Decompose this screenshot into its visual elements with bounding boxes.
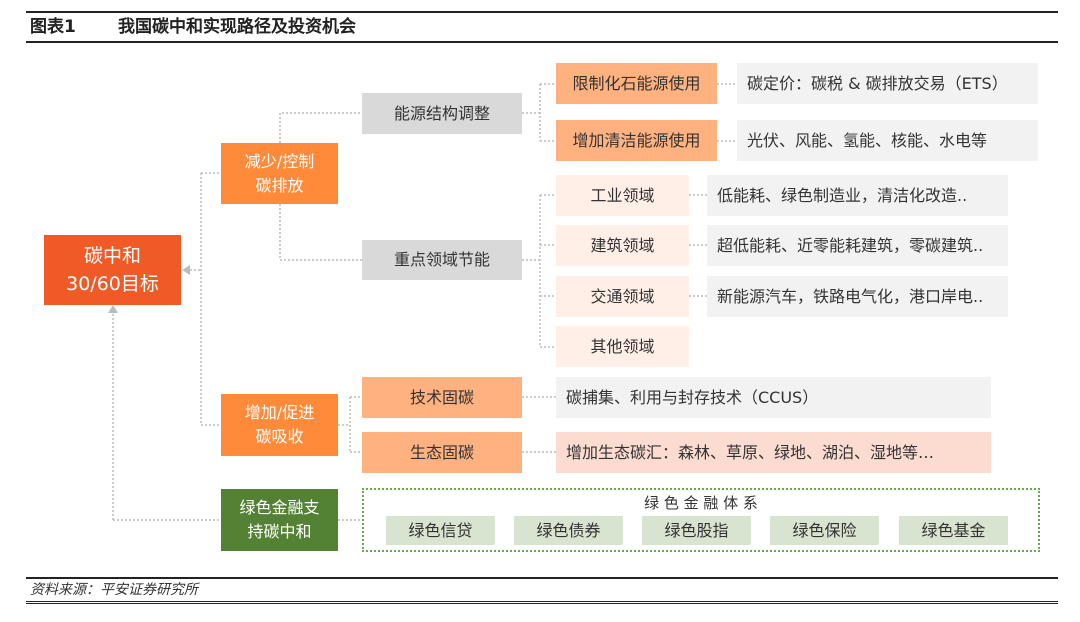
other-sector-box: 其他领域	[556, 326, 689, 367]
footer-rule	[26, 577, 1058, 579]
tech-sequestration-box: 技术固碳	[362, 377, 522, 418]
bottom-rule-2	[26, 603, 1058, 604]
absorb-line2: 碳吸收	[255, 427, 304, 446]
figure-number: 图表1	[30, 16, 76, 37]
green-index-box: 绿色股指	[642, 516, 751, 545]
reduce-emissions-box: 减少/控制 碳排放	[221, 143, 338, 204]
green-credit-box: 绿色信贷	[386, 516, 495, 545]
root-line1: 碳中和	[83, 244, 141, 267]
industry-sector-box: 工业领域	[556, 175, 689, 216]
eco-sink-detail: 增加生态碳汇：森林、草原、绿地、湖泊、湿地等…	[556, 432, 991, 473]
green-insurance-box: 绿色保险	[770, 516, 879, 545]
figure-title: 我国碳中和实现路径及投资机会	[118, 16, 356, 37]
key-sector-box: 重点领域节能	[362, 240, 522, 280]
reduce-line1: 减少/控制	[244, 151, 315, 171]
energy-structure-box: 能源结构调整	[362, 93, 522, 134]
clean-energy-detail: 光伏、风能、氢能、核能、水电等	[737, 120, 1038, 161]
green-bond-box: 绿色债券	[514, 516, 623, 545]
finance-line2: 持碳中和	[247, 522, 312, 541]
reduce-line2: 碳排放	[255, 175, 304, 195]
transport-sector-box: 交通领域	[556, 276, 689, 317]
green-fund-box: 绿色基金	[899, 516, 1008, 545]
clean-energy-box: 增加清洁能源使用	[556, 120, 717, 161]
source-note: 资料来源：平安证券研究所	[30, 582, 198, 598]
green-finance-box: 绿色金融支 持碳中和	[221, 489, 338, 551]
bottom-rule	[26, 601, 1058, 602]
ccus-detail: 碳捕集、利用与封存技术（CCUS）	[556, 377, 991, 418]
green-finance-system-title: 绿 色 金 融 体 系	[644, 493, 758, 512]
transport-detail: 新能源汽车，铁路电气化，港口岸电..	[707, 276, 1008, 317]
limit-fossil-box: 限制化石能源使用	[556, 63, 717, 104]
increase-absorption-box: 增加/促进 碳吸收	[221, 394, 338, 456]
carbon-neutral-goal-box: 碳中和 30/60目标	[44, 235, 181, 305]
building-sector-box: 建筑领域	[556, 225, 689, 266]
title-rule	[26, 41, 1058, 43]
industry-detail: 低能耗、绿色制造业，清洁化改造..	[707, 175, 1008, 216]
absorb-line1: 增加/促进	[244, 403, 315, 422]
green-finance-system-frame	[362, 488, 1040, 552]
root-line2: 30/60目标	[66, 273, 159, 295]
top-rule	[26, 11, 1058, 13]
eco-sequestration-box: 生态固碳	[362, 432, 522, 473]
finance-line1: 绿色金融支	[239, 498, 320, 517]
carbon-pricing-detail: 碳定价：碳税 & 碳排放交易（ETS）	[737, 63, 1038, 104]
building-detail: 超低能耗、近零能耗建筑，零碳建筑..	[707, 225, 1008, 266]
